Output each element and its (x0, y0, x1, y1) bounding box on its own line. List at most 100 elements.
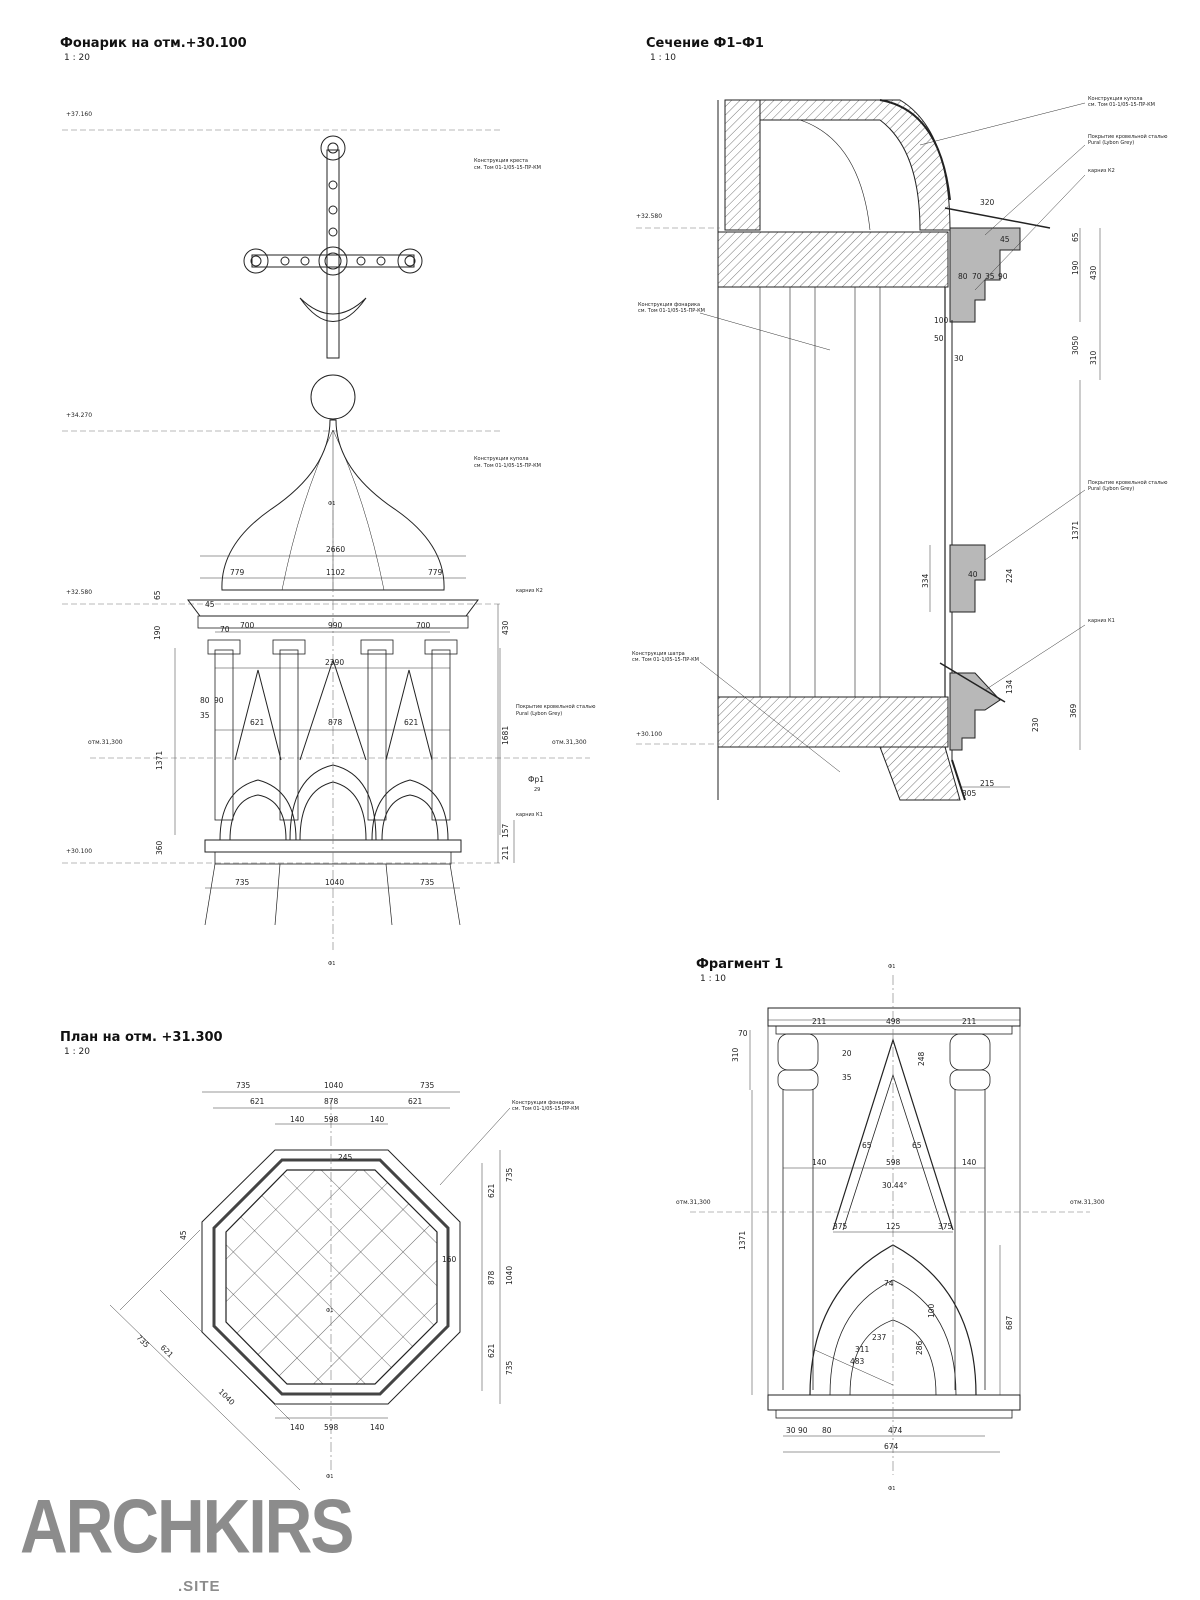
note-k1: карниз К1 (516, 812, 543, 818)
frag-dim-140-left: 140 (812, 1158, 827, 1167)
plan-dim-140-right: 140 (370, 1115, 385, 1124)
dim-430: 430 (501, 620, 510, 635)
dim-190: 190 (153, 625, 162, 640)
plan-dim-598: 598 (324, 1115, 339, 1124)
plan-dim-878-r: 878 (487, 1270, 496, 1285)
section-note-roof-2: Pural (Lybon Grey) (1088, 140, 1134, 146)
dim-1371: 1371 (155, 751, 164, 770)
frag-dim-1371: 1371 (738, 1231, 747, 1250)
section-note-tent-2: см. Том 01-1/05-15-ПР-КМ (632, 657, 699, 663)
dim-211: 211 (501, 845, 510, 860)
section-dim-70: 70 (972, 272, 982, 281)
frag-dim-248: 248 (917, 1051, 926, 1066)
cross (243, 135, 423, 359)
level-32580: +32.580 (66, 589, 92, 596)
section-note-cupola-1: Конструкция купола (1088, 96, 1143, 102)
dome (221, 419, 445, 591)
frag-dim-375-right: 375 (938, 1222, 953, 1231)
plan-dim-878: 878 (324, 1097, 339, 1106)
frag-dim-311: 311 (855, 1345, 870, 1354)
section-dim-50: 50 (934, 334, 944, 343)
fragment-scale: 1 : 10 (700, 974, 726, 984)
dim-735-left: 735 (235, 878, 250, 887)
frag-dim-80: 80 (822, 1426, 832, 1435)
section-dim-80: 80 (958, 272, 968, 281)
plan-dim-735-r2: 735 (505, 1360, 514, 1375)
f1-bottom: Ф1 (328, 961, 336, 967)
elevation-view (62, 129, 590, 950)
section-note-cupola-2: см. Том 01-1/05-15-ПР-КМ (1088, 102, 1155, 108)
dim-35: 35 (200, 711, 210, 720)
fragment-texts: Ф1 Ф1 отм.31,300 отм.31,300 211 498 211 … (676, 964, 1105, 1492)
section-note-roof-1: Покрытие кровельной сталью (1088, 133, 1167, 140)
dim-90: 90 (214, 696, 224, 705)
fp1-sheet: 29 (534, 787, 540, 793)
level-34270: +34.270 (66, 412, 92, 419)
frag-dim-375-left: 375 (833, 1222, 848, 1231)
plan-dim-735-left: 735 (236, 1081, 251, 1090)
section-note-k2: карниз К2 (1088, 168, 1115, 174)
section-dim-90: 90 (998, 272, 1008, 281)
section-title: Сечение Ф1–Ф1 (646, 36, 764, 51)
frag-dim-35: 35 (842, 1073, 852, 1082)
level-31300-right: отм.31,300 (552, 739, 587, 746)
plan-f1-center: Ф1 (326, 1308, 334, 1314)
note-cross-1: Конструкция креста (474, 158, 528, 164)
arches (219, 764, 449, 841)
section-dim-65: 65 (1071, 232, 1080, 242)
fragment-level-left: отм.31,300 (676, 1199, 711, 1206)
section-note-roof2-1: Покрытие кровельной сталью (1088, 479, 1167, 486)
frag-dim-100: 100 (927, 1303, 936, 1318)
section-dim-100: 100 (934, 316, 949, 325)
section-dim-190: 190 (1071, 260, 1080, 275)
fragment-view (690, 975, 1090, 1475)
fragment-f1-bottom: Ф1 (888, 1486, 896, 1492)
elevation-scale: 1 : 20 (64, 53, 90, 63)
frag-dim-211-right: 211 (962, 1017, 977, 1026)
section-dim-310: 310 (1089, 350, 1098, 365)
frag-dim-30: 30 (786, 1426, 796, 1435)
frag-dim-687: 687 (1005, 1315, 1014, 1330)
section-note-lantern-2: см. Том 01-1/05-15-ПР-КМ (638, 308, 705, 314)
plan-dim-621-r1: 621 (487, 1183, 496, 1198)
frag-dim-474: 474 (888, 1426, 903, 1435)
section-dim-134: 134 (1005, 679, 1014, 694)
section-level-32580: +32.580 (636, 213, 662, 220)
watermark-suffix: .SITE (178, 1578, 221, 1595)
note-cupola-1: Конструкция купола (474, 456, 529, 462)
section-level-30100: +30.100 (636, 731, 662, 738)
dim-1102: 1102 (326, 568, 345, 577)
section-dim-369: 369 (1069, 703, 1078, 718)
section-dim-320: 320 (980, 198, 995, 207)
dim-700-left: 700 (240, 621, 255, 630)
section-dim-35: 35 (985, 272, 995, 281)
section-dim-40: 40 (968, 570, 978, 579)
section-dim-30: 30 (954, 354, 964, 363)
plan-dim-621-left: 621 (250, 1097, 265, 1106)
dim-621-right: 621 (404, 718, 419, 727)
frag-dim-674: 674 (884, 1442, 899, 1451)
dim-878: 878 (328, 718, 343, 727)
section-view (636, 99, 1101, 801)
dim-70: 70 (220, 625, 230, 634)
frag-dim-20: 20 (842, 1049, 852, 1058)
section-dim-45: 45 (1000, 235, 1010, 244)
section-dim-430: 430 (1089, 265, 1098, 280)
dim-621-left: 621 (250, 718, 265, 727)
plan-dim-140-bl: 140 (290, 1423, 305, 1432)
section-scale: 1 : 10 (650, 53, 676, 63)
section-texts: +32.580 +30.100 Конструкция купола см. Т… (632, 96, 1167, 798)
plan-dim-621-r2: 621 (487, 1343, 496, 1358)
dim-1040: 1040 (325, 878, 344, 887)
dim-1681: 1681 (501, 726, 510, 745)
level-37160: +37.160 (66, 111, 92, 118)
level-30100: +30.100 (66, 848, 92, 855)
frag-dim-286: 286 (915, 1340, 924, 1355)
plan-dim-621-diag: 621 (159, 1343, 176, 1360)
note-cross-2: см. Том 01-1/05-15-ПР-КМ (474, 165, 541, 171)
plan-dim-735-diag: 735 (135, 1333, 152, 1350)
frag-dim-310: 310 (731, 1047, 740, 1062)
section-dim-215: 215 (980, 779, 995, 788)
section-dim-334: 334 (921, 573, 930, 588)
